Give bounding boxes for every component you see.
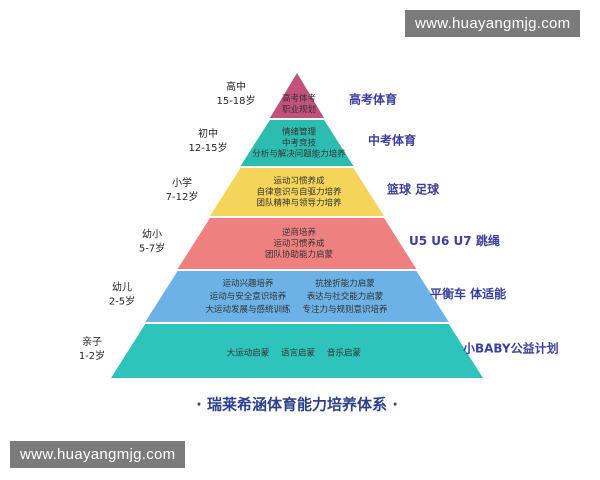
pyramid-level-chuzhong xyxy=(240,120,354,166)
right-label-chuzhong: 中考体育 xyxy=(368,133,416,148)
pyramid-level-gaozhong xyxy=(269,73,325,118)
level-text-youer-left-1: 运动与安全意识培养 xyxy=(210,291,287,302)
level-text-youxiao-0: 逆商培养 xyxy=(282,227,317,238)
level-text-xiaoxue-1: 自律意识与自驱力培养 xyxy=(256,187,342,198)
level-text-qinzi-0: 大运动启蒙 xyxy=(227,348,270,359)
level-text-youxiao-2: 团队协助能力启蒙 xyxy=(265,249,334,260)
right-label-xiaoxue: 篮球 足球 xyxy=(386,182,440,197)
level-text-youer-right-0: 抗挫折能力启蒙 xyxy=(315,278,375,289)
watermark-top: www.huayangmjg.com xyxy=(405,10,581,37)
pyramid-level-youer xyxy=(145,271,449,322)
pyramid-level-xiaoxue xyxy=(210,168,384,216)
level-text-gaozhong-0: 高考体考 xyxy=(282,93,316,104)
level-text-chuzhong-0: 情绪管理 xyxy=(282,127,317,138)
level-text-youer-right-2: 专注力与规则意识培养 xyxy=(302,304,388,315)
stage-label-youxiao: 幼小 xyxy=(142,228,162,241)
level-text-chuzhong-2: 分析与解决问题能力培养 xyxy=(252,149,346,160)
stage-label-xiaoxue: 小学 xyxy=(172,176,192,189)
right-label-youxiao: U5 U6 U7 跳绳 xyxy=(409,233,500,248)
level-text-qinzi-1: 语言启蒙 xyxy=(281,348,316,359)
pyramid-level-qinzi xyxy=(111,324,483,378)
age-label-youer: 2-5岁 xyxy=(109,295,135,308)
level-text-chuzhong-1: 中考竞技 xyxy=(282,138,317,149)
right-label-youer: 平衡车 体适能 xyxy=(430,286,506,301)
stage-label-gaozhong: 高中 xyxy=(226,80,246,93)
age-label-youxiao: 5-7岁 xyxy=(139,242,165,255)
level-text-youer-left-2: 大运动发展与感统训练 xyxy=(205,304,291,315)
right-label-qinzi: 小BABY公益计划 xyxy=(463,341,559,356)
stage-label-chuzhong: 初中 xyxy=(198,127,218,140)
level-text-youer-right-1: 表达与社交能力启蒙 xyxy=(307,291,384,302)
stage-label-qinzi: 亲子 xyxy=(82,335,102,348)
level-text-gaozhong-1: 职业规划 xyxy=(282,104,316,115)
stage-label-youer: 幼儿 xyxy=(112,281,132,294)
right-label-gaozhong: 高考体育 xyxy=(349,92,397,107)
age-label-chuzhong: 12-15岁 xyxy=(188,141,227,154)
pyramid-level-youxiao xyxy=(177,218,417,269)
watermark-bottom: www.huayangmjg.com xyxy=(10,441,186,468)
level-text-youxiao-1: 运动习惯养成 xyxy=(273,238,325,249)
level-text-qinzi-2: 音乐启蒙 xyxy=(327,348,362,359)
level-text-xiaoxue-0: 运动习惯养成 xyxy=(273,176,325,187)
age-label-xiaoxue: 7-12岁 xyxy=(166,190,199,203)
age-label-qinzi: 1-2岁 xyxy=(79,349,105,362)
level-text-xiaoxue-2: 团队精神与领导力培养 xyxy=(256,198,342,209)
level-text-youer-left-0: 运动兴趣培养 xyxy=(222,278,274,289)
age-label-gaozhong: 15-18岁 xyxy=(216,94,255,107)
diagram-title: · 瑞莱希涵体育能力培养体系 · xyxy=(196,396,398,414)
